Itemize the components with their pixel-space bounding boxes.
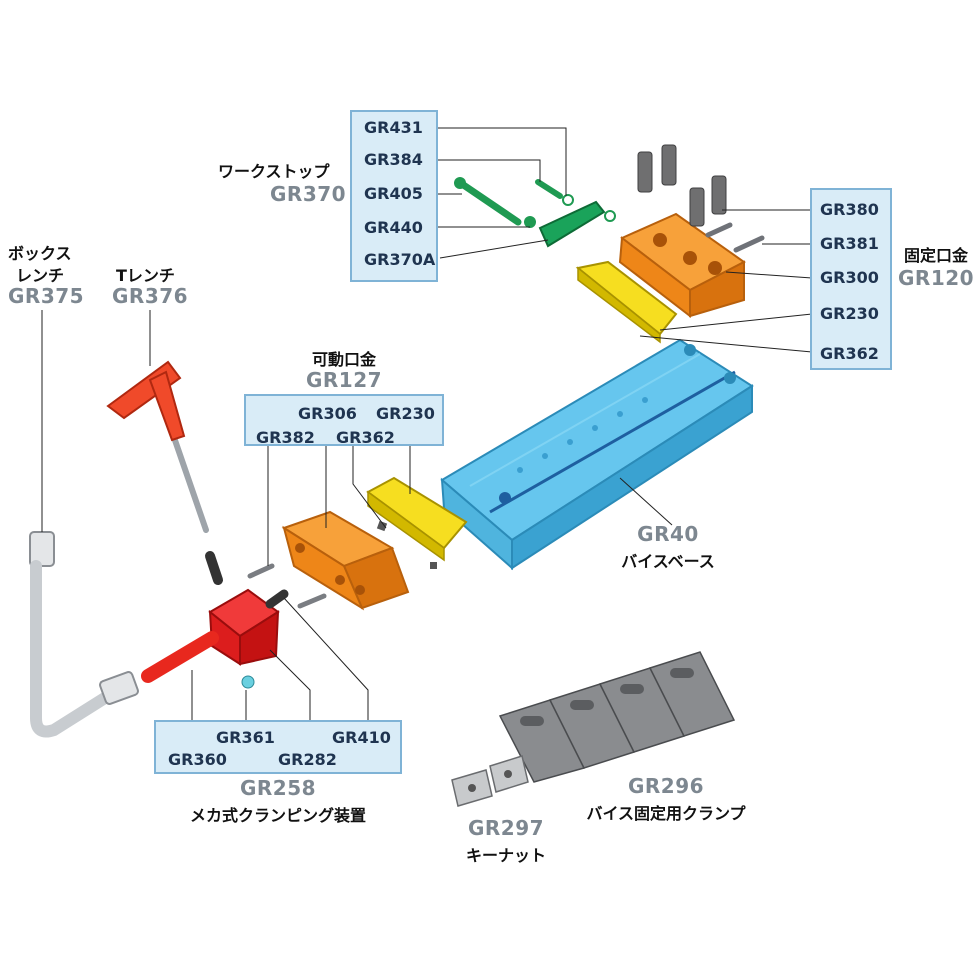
vise-base-illustration [440, 338, 754, 571]
vise-base-code: GR40 [637, 522, 699, 546]
movable-jaw-title: 可動口金 [311, 350, 377, 369]
part-label-gr382: GR382 [256, 428, 315, 447]
box-wrench-title-line2: レンチ [16, 266, 65, 285]
key-nut-illustration [451, 755, 529, 807]
vise-clamp-title: バイス固定用クランプ [586, 804, 746, 823]
part-label-gr431: GR431 [364, 118, 423, 137]
clamping-device-parts-box [154, 720, 402, 774]
clamping-device-illustration [141, 551, 327, 689]
part-label-gr381: GR381 [820, 234, 879, 253]
t-wrench-code: GR376 [112, 284, 189, 308]
part-label-gr300: GR300 [820, 268, 879, 287]
movable-jaw-illustration [281, 510, 410, 611]
box-wrench-title-line1: ボックス [8, 244, 72, 263]
part-label-gr360: GR360 [168, 750, 227, 769]
movable-jaw-plate-illustration [366, 476, 468, 569]
part-label-gr230: GR230 [820, 304, 879, 323]
work-stop-code: GR370 [270, 182, 347, 206]
part-label-gr440: GR440 [364, 218, 423, 237]
key-nut-title: キーナット [465, 846, 547, 865]
vise-base-title: バイスベース [621, 552, 715, 571]
movable-jaw-parts-box [244, 394, 444, 446]
part-label-gr282: GR282 [278, 750, 337, 769]
part-label-gr362-movable: GR362 [336, 428, 395, 447]
work-stop-illustration [454, 177, 616, 248]
box-wrench-illustration [29, 531, 139, 738]
part-label-gr370a: GR370A [364, 250, 436, 269]
vise-clamp-illustration [498, 651, 736, 783]
t-wrench-title: Tレンチ [116, 266, 175, 285]
part-label-gr361: GR361 [216, 728, 275, 747]
part-label-gr384: GR384 [364, 150, 423, 169]
fixed-jaw-title: 固定口金 [904, 246, 969, 265]
box-wrench-code: GR375 [8, 284, 85, 308]
clamping-device-code: GR258 [239, 776, 317, 800]
clamping-device-title: メカ式クランピング装置 [189, 806, 367, 825]
movable-jaw-code: GR127 [305, 368, 383, 392]
part-label-gr362: GR362 [820, 344, 879, 363]
leader-lines [41, 127, 813, 748]
part-label-gr410: GR410 [332, 728, 391, 747]
part-label-gr306: GR306 [298, 404, 357, 423]
vise-clamp-code: GR296 [627, 774, 705, 798]
fixed-jaw-parts-box [810, 188, 892, 370]
fixed-jaw-illustration [575, 144, 765, 344]
key-nut-code: GR297 [467, 816, 545, 840]
part-label-gr405: GR405 [364, 184, 423, 203]
fixed-jaw-code: GR120 [898, 266, 975, 290]
part-label-gr380: GR380 [820, 200, 879, 219]
part-label-gr230-movable: GR230 [376, 404, 435, 423]
t-wrench-illustration [106, 360, 209, 533]
work-stop-parts-box [350, 110, 438, 282]
work-stop-title: ワークストップ [218, 162, 330, 181]
